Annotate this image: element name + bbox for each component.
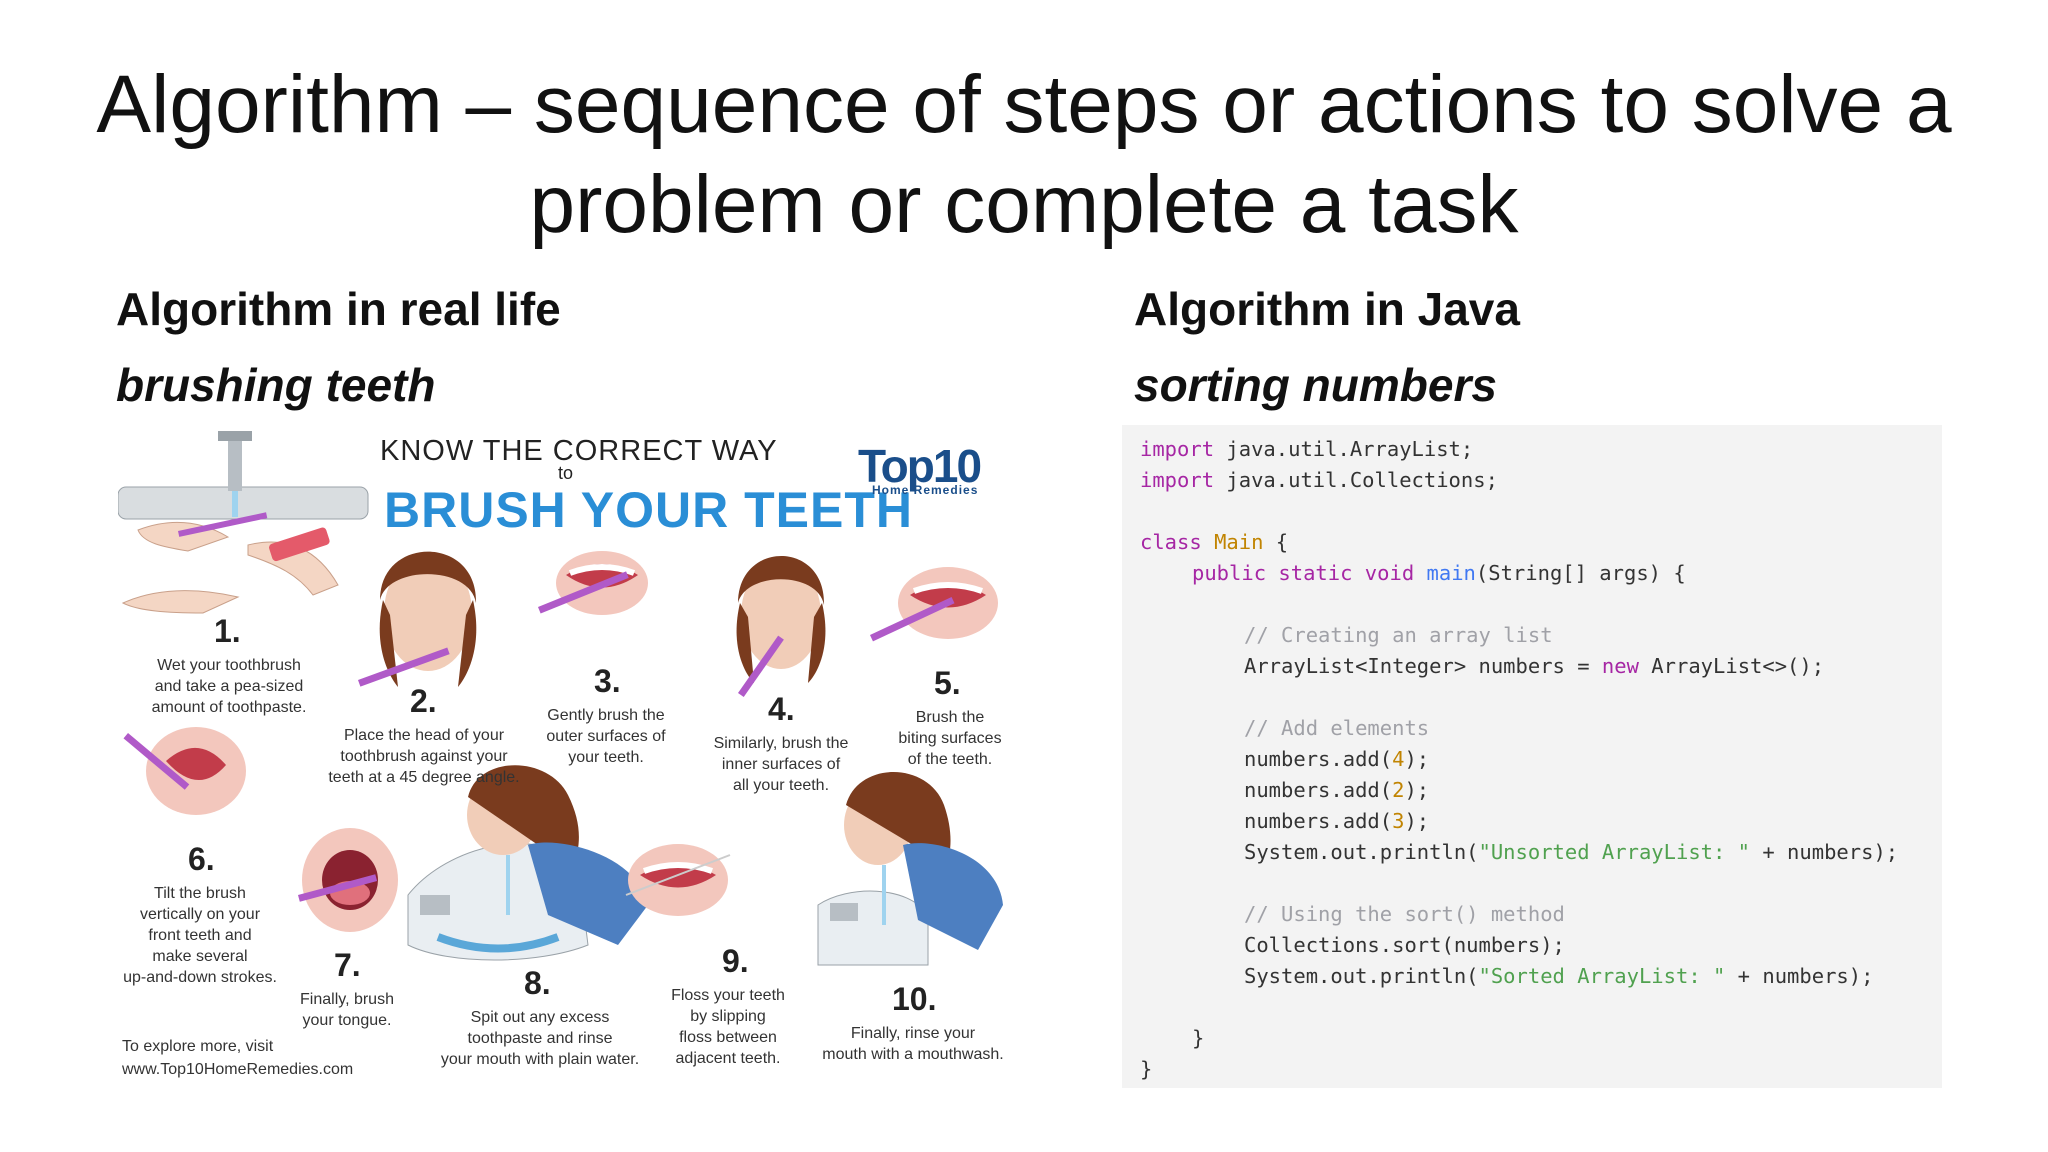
step-9-number: 9. bbox=[722, 943, 749, 979]
code-line-20: } bbox=[1192, 1026, 1205, 1050]
code-line-2: import java.util.Collections; bbox=[1140, 468, 1498, 492]
person-rinse-illustration-step10 bbox=[817, 772, 1003, 966]
face-illustration-step4 bbox=[736, 555, 826, 698]
step-1-text: Wet your toothbrush and take a pea-sized… bbox=[151, 657, 307, 716]
step-6-number: 6. bbox=[188, 841, 215, 877]
code-line-4: class Main { bbox=[1140, 530, 1289, 554]
code-line-13: numbers.add(3); bbox=[1244, 809, 1430, 833]
left-subheading: brushing teeth bbox=[116, 359, 436, 411]
code-line-10: // Add elements bbox=[1244, 716, 1430, 740]
logo-main-text: Top10 bbox=[858, 440, 982, 492]
step-7-number: 7. bbox=[334, 947, 361, 983]
step-10-number: 10. bbox=[892, 981, 937, 1017]
step-8-number: 8. bbox=[524, 965, 551, 1001]
code-line-8: ArrayList<Integer> numbers = new ArrayLi… bbox=[1244, 654, 1825, 678]
footer-url: www.Top10HomeRemedies.com bbox=[122, 1061, 354, 1078]
step-3-number: 3. bbox=[594, 663, 621, 699]
mouth-illustration-step6 bbox=[123, 727, 246, 815]
code-line-1: import java.util.ArrayList; bbox=[1140, 437, 1474, 461]
mouth-illustration-step5 bbox=[870, 567, 998, 642]
infographic-header-line-1: KNOW THE CORRECT WAY bbox=[380, 435, 778, 467]
step-4-number: 4. bbox=[768, 691, 795, 727]
face-illustration-step2 bbox=[358, 551, 477, 687]
step-1-number: 1. bbox=[214, 613, 241, 649]
slide-title: Algorithm – sequence of steps or actions… bbox=[0, 55, 2048, 255]
brushing-teeth-infographic: KNOW THE CORRECT WAY to BRUSH YOUR TEETH… bbox=[118, 425, 1038, 1095]
footer-line-1: To explore more, visit bbox=[122, 1038, 274, 1055]
hands-toothbrush-illustration bbox=[121, 512, 339, 614]
step-5-text: Brush the biting surfaces of the teeth. bbox=[898, 709, 1002, 768]
step-2-number: 2. bbox=[410, 683, 437, 719]
step-9-text: Floss your teeth by slipping floss betwe… bbox=[671, 987, 785, 1067]
infographic-illustrations bbox=[118, 431, 1003, 966]
top10-logo: Top10 Home Remedies bbox=[858, 439, 988, 499]
person-sink-illustration-step8 bbox=[407, 765, 648, 961]
code-line-14: System.out.println("Unsorted ArrayList: … bbox=[1244, 840, 1899, 864]
step-6-text: Tilt the brush vertically on your front … bbox=[123, 885, 277, 986]
infographic-header-line-2: BRUSH YOUR TEETH bbox=[384, 482, 914, 538]
infographic-header-to: to bbox=[558, 463, 574, 483]
code-line-18: System.out.println("Sorted ArrayList: " … bbox=[1244, 964, 1874, 988]
infographic-footer: To explore more, visit www.Top10HomeReme… bbox=[122, 1035, 353, 1081]
code-line-7: // Creating an array list bbox=[1244, 623, 1553, 647]
sink-faucet-illustration bbox=[118, 431, 369, 520]
code-line-16: // Using the sort() method bbox=[1244, 902, 1565, 926]
title-line-1: Algorithm – sequence of steps or actions… bbox=[96, 59, 1952, 150]
step-3-text: Gently brush the outer surfaces of your … bbox=[546, 707, 666, 766]
step-2-text: Place the head of your toothbrush agains… bbox=[328, 727, 520, 786]
right-heading: Algorithm in Java bbox=[1134, 283, 1520, 335]
mouth-illustration-step7 bbox=[298, 828, 398, 932]
title-line-2: problem or complete a task bbox=[529, 159, 1519, 250]
right-subheading: sorting numbers bbox=[1134, 359, 1497, 411]
step-5-number: 5. bbox=[934, 665, 961, 701]
code-line-5: public static void main(String[] args) { bbox=[1192, 561, 1686, 585]
step-4-text: Similarly, brush the inner surfaces of a… bbox=[713, 735, 849, 794]
code-line-12: numbers.add(2); bbox=[1244, 778, 1430, 802]
logo-sub-text: Home Remedies bbox=[872, 483, 979, 497]
step-8-text: Spit out any excess toothpaste and rinse… bbox=[440, 1009, 640, 1068]
code-line-17: Collections.sort(numbers); bbox=[1244, 933, 1565, 957]
code-line-11: numbers.add(4); bbox=[1244, 747, 1430, 771]
mouth-illustration-step3 bbox=[538, 551, 648, 615]
java-code-block: import java.util.ArrayList; import java.… bbox=[1122, 425, 1942, 1088]
step-10-text: Finally, rinse your mouth with a mouthwa… bbox=[822, 1025, 1004, 1063]
left-heading: Algorithm in real life bbox=[116, 283, 561, 335]
floss-mouth-illustration-step9 bbox=[625, 844, 731, 916]
step-7-text: Finally, brush your tongue. bbox=[300, 991, 394, 1029]
code-line-21: } bbox=[1140, 1057, 1153, 1081]
